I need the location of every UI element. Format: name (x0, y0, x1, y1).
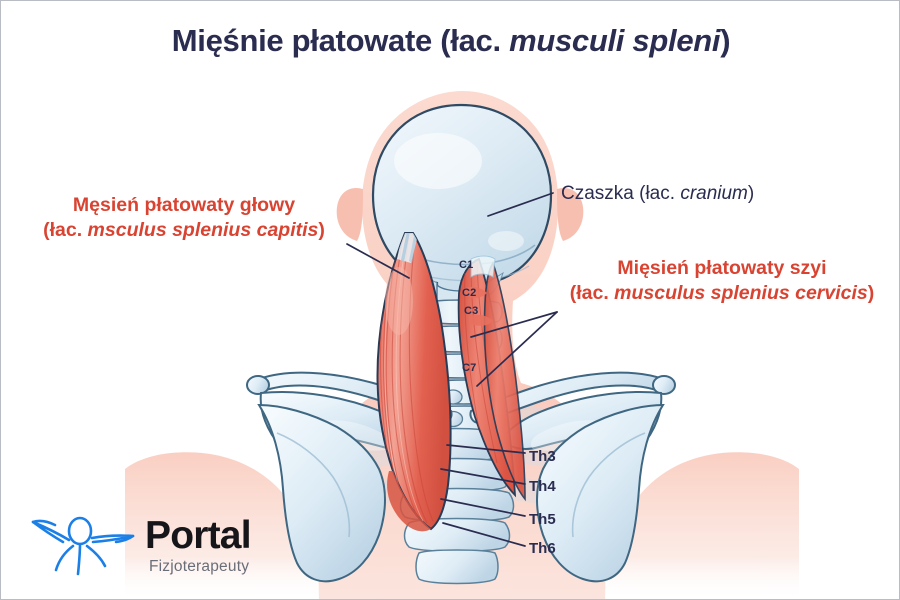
leader-th3 (446, 444, 526, 454)
leader-splenius-capitis (346, 243, 410, 279)
vertebra-label-c3: C3 (464, 305, 479, 317)
clavicles (246, 371, 676, 425)
label-cranium-line1: Czaszka (łac. cranium) (561, 182, 754, 206)
lat-suffix: ) (747, 183, 755, 204)
page-title: Mięśnie płatowate (łac. musculi spleni) (1, 23, 899, 59)
label-splenius-capitis-line1: Męsień płatowaty głowy (72, 194, 296, 216)
lat-term: cranium (680, 183, 748, 204)
logo-wordmark: Portal (145, 514, 252, 557)
label-splenius-cervicis-line1: Mięsień płatowaty szyi (617, 257, 827, 279)
scapulae (257, 390, 665, 583)
lat-suffix: ) (867, 281, 875, 304)
vertebra-label-c1: C1 (459, 259, 474, 271)
page-title-tail: ) (720, 23, 731, 58)
vertebra-label-th4: Th4 (529, 478, 556, 495)
person-arms-outstretched-icon (31, 516, 135, 576)
site-logo: Portal Fizjoterapeuty (23, 506, 273, 584)
lat-suffix: ) (318, 218, 325, 241)
label-splenius-capitis-line2: (łac. msculus splenius capitis) (19, 218, 349, 243)
leader-th6 (442, 522, 526, 547)
lat-prefix: (łac. (569, 281, 615, 304)
vertebra-label-c2: C2 (462, 287, 477, 299)
logo-subtitle: Fizjoterapeuty (149, 558, 250, 575)
leader-th5 (440, 498, 526, 517)
vertebra-label-th6: Th6 (529, 540, 556, 557)
leader-cervicis-b (476, 311, 558, 387)
splenius-capitis-muscle (376, 232, 452, 532)
lat-prefix: (łac. (43, 218, 88, 241)
page-title-plain: Mięśnie płatowate (łac. (171, 23, 510, 58)
label-splenius-cervicis: Mięsień płatowaty szyi (łac. musculus sp… (553, 256, 891, 306)
vertebra-label-th5: Th5 (529, 511, 556, 528)
leader-cervicis-a (470, 311, 558, 338)
lat-prefix: Czaszka (łac. (561, 183, 681, 204)
leader-cranium (487, 192, 554, 217)
leader-th4 (440, 468, 526, 485)
vertebra-label-c7: C7 (462, 362, 477, 374)
label-splenius-capitis: Męsień płatowaty głowy (łac. msculus spl… (19, 193, 349, 243)
lat-term: musculus splenius cervicis (614, 281, 868, 304)
lat-term: msculus splenius capitis (87, 218, 319, 241)
label-splenius-cervicis-line2: (łac. musculus splenius cervicis) (553, 281, 891, 306)
vertebra-label-th3: Th3 (529, 448, 556, 465)
leader-lines (346, 192, 558, 547)
page-title-latin: musculi spleni (509, 23, 721, 58)
label-cranium: Czaszka (łac. cranium) (561, 182, 754, 206)
